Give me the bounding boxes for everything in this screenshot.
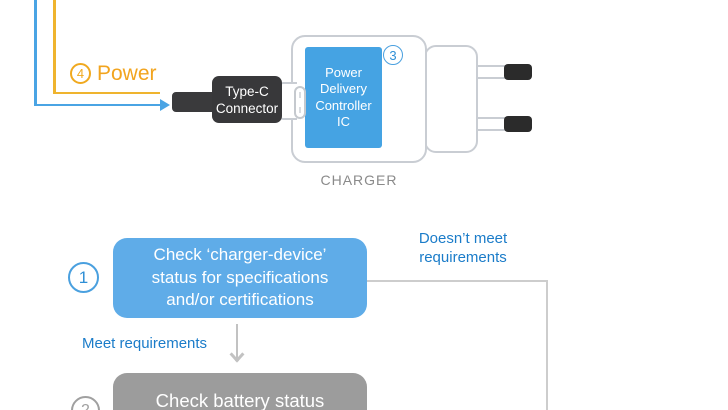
step-1-badge: 1 [68, 262, 99, 293]
pdc-label-line2: Delivery [320, 81, 367, 96]
branch-line-horizontal [367, 280, 548, 282]
plug-prong-bottom-tip [504, 116, 532, 132]
usb-cable [172, 92, 217, 112]
typec-connector: Type-C Connector [212, 76, 282, 123]
power-line-blue-vertical [34, 0, 37, 106]
pdc-label-line3: Controller [315, 97, 372, 113]
power-line-blue-horizontal [34, 103, 162, 106]
step-3-badge: 3 [383, 45, 403, 65]
branch-no-label-line2: requirements [419, 249, 507, 266]
step-3-number: 3 [389, 47, 397, 63]
typec-connector-label-line2: Connector [215, 100, 279, 116]
branch-no-label: Doesn’t meet requirements [388, 229, 538, 267]
step-1-box: Check ‘charger-device’ status for specif… [113, 238, 367, 318]
power-arrow-icon [160, 99, 170, 111]
power-line-yellow-horizontal [53, 91, 160, 94]
power-line-yellow-vertical [53, 0, 56, 94]
charger-plug-section [424, 45, 478, 153]
branch-no-label-line1: Doesn’t meet [418, 230, 508, 247]
usb-port-slot-mark-bottom [299, 107, 301, 113]
step-1-number: 1 [78, 267, 89, 287]
charger-caption: CHARGER [320, 172, 398, 188]
step-4-badge: 4 [70, 63, 91, 84]
step-2-number: 2 [81, 401, 90, 410]
step-4-number: 4 [76, 66, 85, 81]
usb-port-slot [294, 86, 306, 119]
typec-connector-label-line1: Type-C [225, 83, 269, 99]
step-2-badge: 2 [71, 396, 100, 410]
step-2-box: Check battery status [113, 373, 367, 410]
flow-down-arrow-line [236, 324, 238, 358]
branch-line-vertical [546, 280, 548, 410]
step-1-text-line2: status for specifications [151, 267, 329, 287]
pdc-label-line1: Power [325, 64, 362, 80]
step-1-text-line3: and/or certifications [166, 290, 314, 310]
usb-port-slot-mark-top [299, 92, 301, 98]
power-delivery-controller-ic: Power Delivery Controller IC [305, 47, 382, 148]
pdc-label-line4: IC [337, 114, 350, 129]
branch-yes-label: Meet requirements [82, 335, 208, 352]
power-label: Power [97, 62, 157, 85]
step-1-text-line1: Check ‘charger-device’ [153, 245, 327, 265]
plug-prong-top-tip [504, 64, 532, 80]
step-2-text: Check battery status [155, 390, 325, 410]
